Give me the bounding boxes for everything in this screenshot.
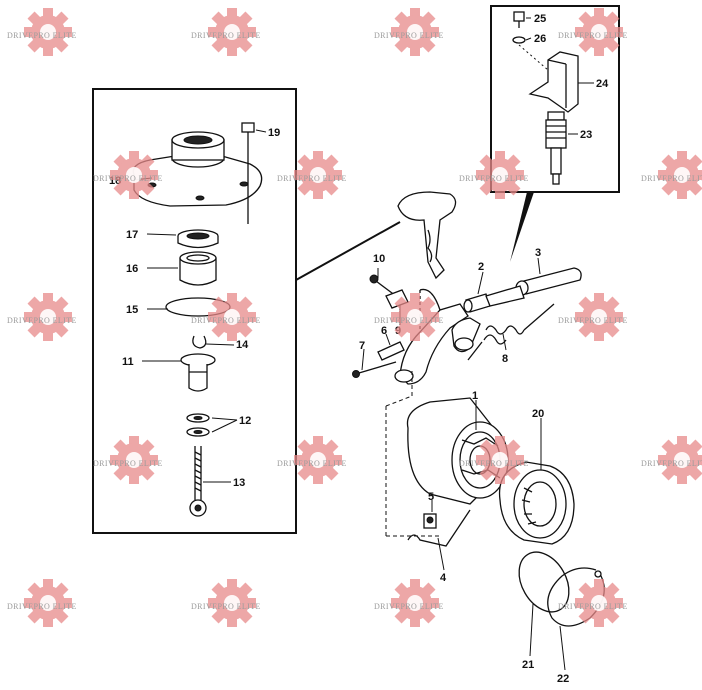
part-17-seal (177, 229, 219, 249)
part-10-bolt (369, 274, 397, 297)
part-19-bolt (241, 122, 255, 224)
part-13-threaded-rod (189, 446, 207, 517)
watermark-text: DRIVEPRO ELITE (558, 31, 628, 40)
watermark-text: DRIVEPRO ELITE (191, 316, 261, 325)
label-6: 6 (381, 325, 387, 337)
label-2: 2 (478, 261, 484, 273)
part-14-clip (192, 335, 207, 349)
label-13: 13 (233, 477, 245, 489)
watermark-text: DRIVEPRO ELITE (7, 31, 77, 40)
part-11-pivot-pin (180, 353, 216, 392)
label-15: 15 (126, 304, 138, 316)
label-16: 16 (126, 263, 138, 275)
watermark-text: DRIVEPRO ELITE (7, 602, 77, 611)
watermark-text: DRIVEPRO ELITE (374, 602, 444, 611)
watermark-text: DRIVEPRO ELITE (277, 459, 347, 468)
part-23-switch (545, 111, 567, 185)
label-23: 23 (580, 129, 592, 141)
shift-lever-top (397, 191, 457, 280)
assembly-axis (518, 44, 549, 71)
label-17: 17 (126, 229, 138, 241)
part-7-bolt (352, 361, 397, 378)
watermark-text: DRIVEPRO ELITE (93, 174, 163, 183)
part-3-shaft (515, 267, 582, 296)
watermark-text: DRIVEPRO ELITE (558, 602, 628, 611)
shift-fork (394, 288, 481, 385)
part-25-screw (513, 11, 525, 28)
label-19: 19 (268, 127, 280, 139)
label-25: 25 (534, 13, 546, 25)
label-7: 7 (359, 340, 365, 352)
part-6-pin (377, 341, 405, 361)
watermark-text: DRIVEPRO ELITE (641, 174, 702, 183)
callout-pointer-right (510, 192, 534, 262)
watermark-text: DRIVEPRO ELITE (558, 316, 628, 325)
watermark-text: DRIVEPRO ELITE (459, 174, 529, 183)
label-1: 1 (472, 390, 478, 402)
part-8-spring (467, 303, 555, 361)
part-18-mount-flange (132, 131, 263, 207)
part-16-bushing (179, 251, 217, 286)
label-12: 12 (239, 415, 251, 427)
watermark-text: DRIVEPRO ELITE (459, 459, 529, 468)
detail-box-right (490, 5, 620, 193)
watermark-text: DRIVEPRO ELITE (191, 602, 261, 611)
label-21: 21 (522, 659, 534, 671)
part-24-bracket (528, 51, 579, 113)
part-2-shaft-bushing (463, 285, 525, 313)
label-14: 14 (236, 339, 249, 351)
watermark-text: DRIVEPRO ELITE (93, 459, 163, 468)
detail-box-left (92, 88, 297, 534)
part-4-spring-clip (407, 509, 471, 547)
label-3: 3 (535, 247, 541, 259)
part-12-nuts (186, 413, 210, 437)
watermark-text: DRIVEPRO ELITE (641, 459, 702, 468)
guide-lines (385, 370, 440, 537)
label-24: 24 (596, 78, 609, 90)
label-26: 26 (534, 33, 546, 45)
watermark-text: DRIVEPRO ELITE (374, 31, 444, 40)
watermark-text: DRIVEPRO ELITE (374, 316, 444, 325)
watermark-text: DRIVEPRO ELITE (277, 174, 347, 183)
label-4: 4 (440, 572, 447, 584)
watermark-text: DRIVEPRO ELITE (191, 31, 261, 40)
label-22: 22 (557, 673, 569, 685)
watermark-layer: DRIVEPRO ELITE DRIVEPRO ELITE DRIVEPRO E… (7, 8, 702, 627)
part-labels: 18 17 16 15 11 14 12 13 19 25 26 24 23 1… (109, 13, 609, 685)
label-20: 20 (532, 408, 544, 420)
label-8: 8 (502, 353, 508, 365)
part-21-snap-ring (518, 551, 570, 613)
label-5: 5 (428, 491, 434, 503)
label-11: 11 (122, 356, 134, 368)
part-26-washer (512, 36, 526, 44)
label-10: 10 (373, 253, 385, 265)
watermark-text: DRIVEPRO ELITE (7, 316, 77, 325)
part-5-nut (423, 513, 437, 529)
callout-line-left (295, 221, 401, 281)
